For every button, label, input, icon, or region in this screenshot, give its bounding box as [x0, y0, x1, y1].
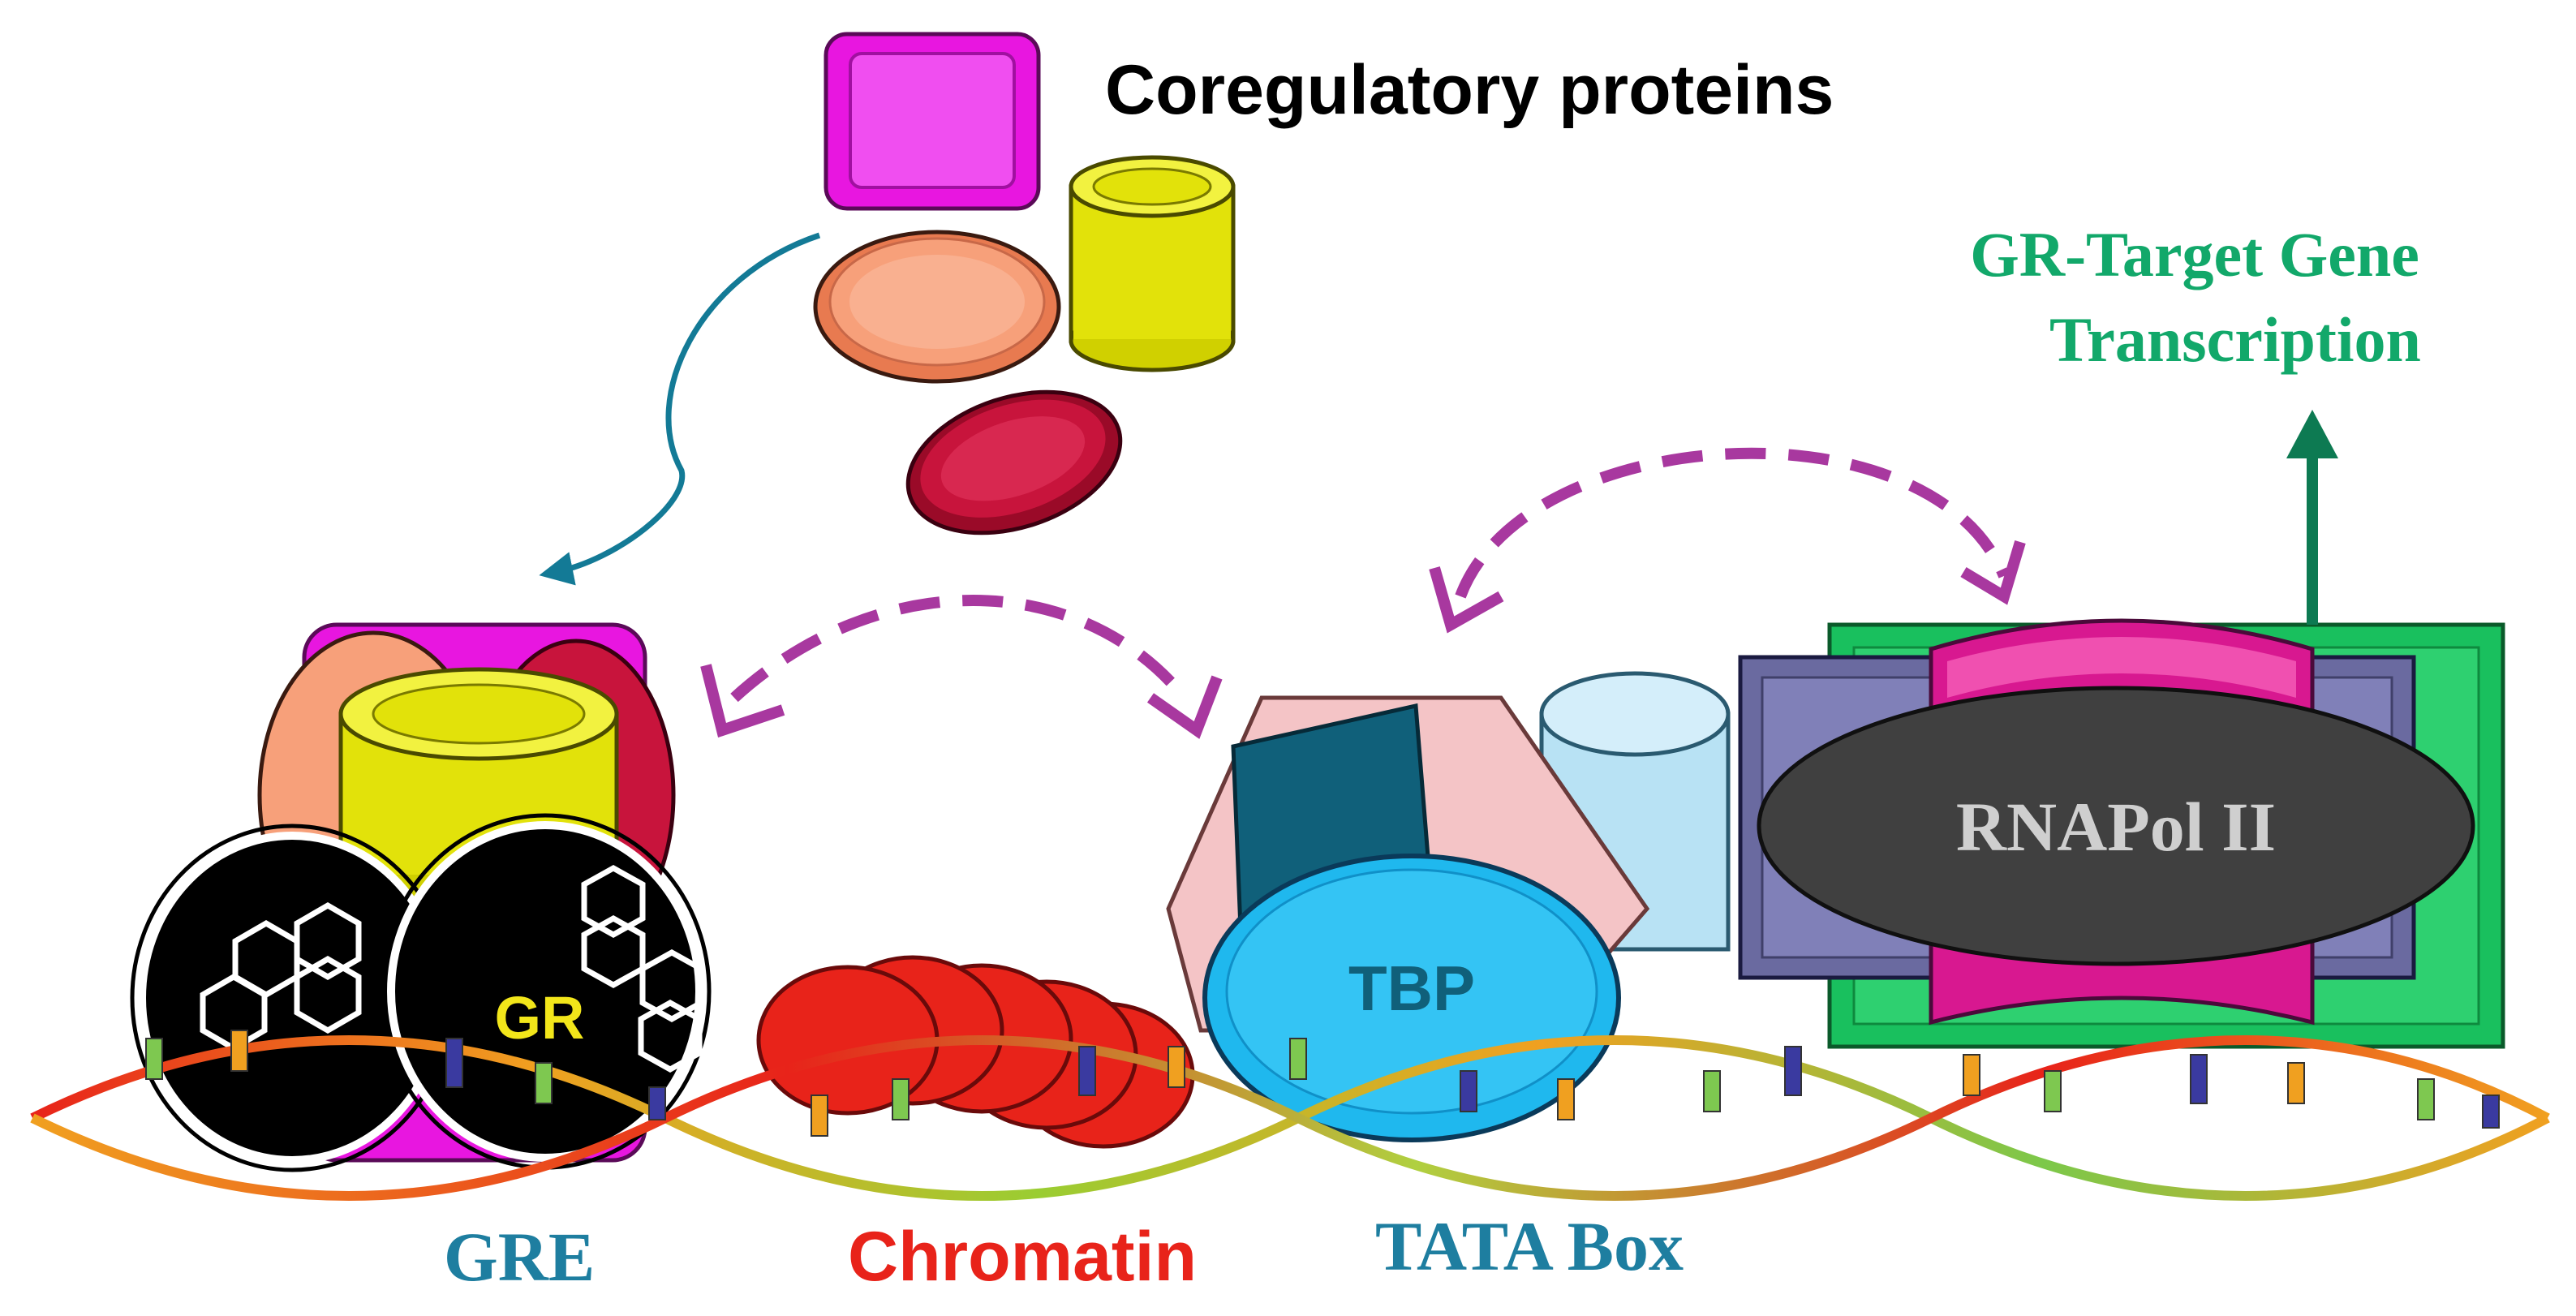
- dna-base-pairs: [145, 1030, 2500, 1137]
- steroid-ring-icon-right: [581, 864, 704, 1073]
- yellow-coregulator-cylinder: [1069, 155, 1236, 372]
- rnapol-ellipse: [1757, 686, 2475, 966]
- gr-monomer-left: [130, 824, 454, 1172]
- gr-complex: [130, 622, 712, 1172]
- tbp-complex: [1166, 671, 1731, 1142]
- interaction-arrow-left: [730, 595, 1189, 703]
- coregulatory-proteins-group: [813, 32, 1236, 535]
- rnapol-label: RNAPol II: [1956, 788, 2276, 866]
- recruitment-arrow: [539, 232, 821, 586]
- interaction-arrow-left-head-a: [700, 664, 785, 738]
- target-gene-label-line2: Transcription: [2049, 304, 2421, 375]
- target-gene-label-line1: GR-Target Gene: [1970, 219, 2419, 290]
- gr-monomer-right: [379, 813, 712, 1170]
- steroid-ring-icon-left: [200, 901, 362, 1052]
- coregulatory-proteins-label: Coregulatory proteins: [1105, 51, 1834, 129]
- salmon-coregulator-disc: [813, 230, 1061, 384]
- interaction-arrow-left-head-b: [1146, 675, 1223, 739]
- interaction-arrow-right-head-b: [1960, 540, 2026, 605]
- gre-label: GRE: [444, 1218, 595, 1296]
- magenta-coregulator-square-bevel: [849, 52, 1016, 189]
- interaction-arrow-right: [1455, 447, 2010, 599]
- gr-label: GR: [495, 984, 585, 1052]
- transcription-arrow: [2286, 410, 2338, 625]
- interaction-arrow-right-head-a: [1429, 566, 1504, 634]
- rnapol-complex: [1738, 618, 2505, 1049]
- tbp-label: TBP: [1348, 953, 1475, 1024]
- tata-box-label: TATA Box: [1375, 1207, 1684, 1285]
- dna-helix: [30, 1030, 2550, 1201]
- crimson-coregulator-disc: [905, 389, 1123, 535]
- chromatin-label: Chromatin: [848, 1218, 1197, 1296]
